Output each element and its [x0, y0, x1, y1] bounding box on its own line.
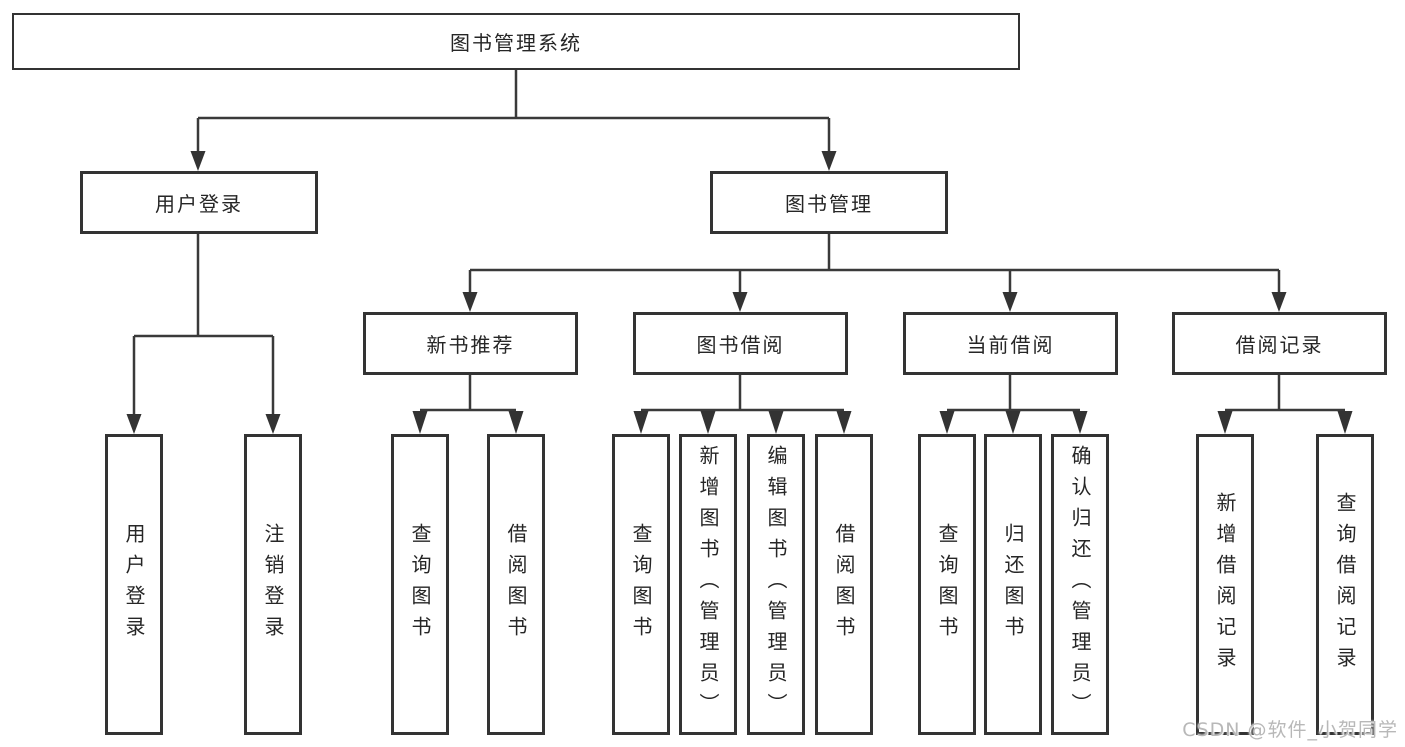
leaf-label: 查询图书: [935, 522, 959, 647]
node-label: 图书管理: [785, 192, 873, 216]
connector-current-borrow-children: [939, 375, 1088, 434]
leaf-label: 借阅图书: [832, 522, 856, 647]
leaf-label: 查询图书: [629, 522, 653, 647]
leaf-label: 确认归还（管理员）: [1068, 445, 1092, 724]
connector-user-login-children: [126, 234, 281, 434]
leaf-borrow-book: 借阅图书: [815, 434, 873, 735]
leaf-label: 新增图书（管理员）: [696, 445, 720, 724]
node-label: 借阅记录: [1235, 333, 1324, 357]
leaf-label: 查询借阅记录: [1333, 491, 1357, 678]
leaf-label: 注销登录: [261, 522, 285, 647]
leaf-user-login: 用户登录: [105, 434, 163, 735]
node-book-management: 图书管理: [710, 171, 948, 234]
leaf-label: 借阅图书: [504, 522, 528, 647]
node-new-book-recommend: 新书推荐: [363, 312, 578, 375]
leaf-add-borrow-record: 新增借阅记录: [1196, 434, 1254, 735]
leaf-query-book-current: 查询图书: [918, 434, 976, 735]
leaf-label: 归还图书: [1001, 522, 1025, 647]
leaf-logout-login: 注销登录: [244, 434, 302, 735]
connector-borrow-records-children: [1217, 375, 1353, 434]
node-label: 当前借阅: [966, 333, 1055, 357]
node-borrow-records: 借阅记录: [1172, 312, 1387, 375]
connector-book-management-children: [462, 234, 1287, 312]
leaf-label: 用户登录: [122, 522, 146, 647]
leaf-edit-book-admin: 编辑图书（管理员）: [747, 434, 805, 735]
leaf-query-book-recommend: 查询图书: [391, 434, 449, 735]
leaf-label: 编辑图书（管理员）: [764, 445, 788, 724]
node-label: 用户登录: [155, 192, 243, 216]
leaf-query-borrow-record: 查询借阅记录: [1316, 434, 1374, 735]
node-label: 图书借阅: [696, 333, 785, 357]
leaf-label: 新增借阅记录: [1213, 491, 1237, 678]
leaf-label: 查询图书: [408, 522, 432, 647]
node-label: 新书推荐: [426, 333, 515, 357]
leaf-confirm-return-admin: 确认归还（管理员）: [1051, 434, 1109, 735]
leaf-add-book-admin: 新增图书（管理员）: [679, 434, 737, 735]
leaf-borrow-book-recommend: 借阅图书: [487, 434, 545, 735]
csdn-watermark: CSDN @软件_小贺同学: [1182, 719, 1398, 741]
node-book-borrow: 图书借阅: [633, 312, 848, 375]
leaf-return-book: 归还图书: [984, 434, 1042, 735]
node-user-login: 用户登录: [80, 171, 318, 234]
connector-new-book-recommend-children: [412, 375, 524, 434]
connector-root-to-level2: [190, 70, 837, 171]
node-current-borrow: 当前借阅: [903, 312, 1118, 375]
node-label: 图书管理系统: [450, 31, 582, 55]
node-root-library-system: 图书管理系统: [12, 13, 1020, 70]
leaf-query-book-borrow: 查询图书: [612, 434, 670, 735]
connector-book-borrow-children: [633, 375, 852, 434]
